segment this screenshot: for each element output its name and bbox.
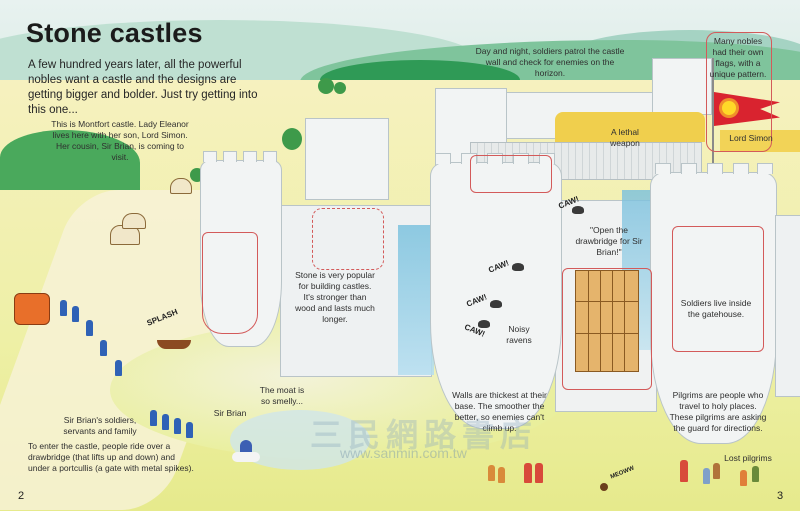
caption-noisy-ravens: Noisy ravens xyxy=(506,324,532,345)
soldier xyxy=(150,410,157,426)
cat xyxy=(600,483,608,491)
back-tower-right xyxy=(652,58,712,115)
callout-outline-drawbridge xyxy=(562,268,652,390)
tree xyxy=(334,82,346,94)
orange-carriage xyxy=(14,293,50,325)
callout-outline-gatehouse xyxy=(672,226,764,352)
page-title: Stone castles xyxy=(26,18,203,48)
lost-pilgrim xyxy=(740,470,747,486)
back-tower-left xyxy=(305,118,389,200)
covered-wagon xyxy=(122,213,146,229)
soldier xyxy=(115,360,122,376)
tree xyxy=(318,78,334,94)
soldier xyxy=(174,418,181,434)
wall-shadow xyxy=(398,225,434,375)
tree xyxy=(282,128,302,150)
drawbridge-door xyxy=(575,270,639,372)
callout-outline-wall xyxy=(312,208,384,270)
caption-patrol: Day and night, soldiers patrol the castl… xyxy=(475,46,625,78)
caption-enter-castle: To enter the castle, people ride over a … xyxy=(28,441,194,473)
caption-pilgrims: Pilgrims are people who travel to holy p… xyxy=(669,390,767,433)
caption-lethal-weapon: A lethal weapon xyxy=(610,127,640,148)
lost-pilgrim xyxy=(752,466,759,482)
soldier xyxy=(86,320,93,336)
pilgrim xyxy=(703,468,710,484)
caption-moat: The moat is so smelly... xyxy=(259,385,305,406)
guard xyxy=(535,463,543,483)
caption-montfort: This is Montfort castle. Lady Eleanor li… xyxy=(51,119,189,162)
rowing-boat xyxy=(157,340,191,349)
pilgrim xyxy=(488,465,495,481)
callout-outline-flags xyxy=(706,32,772,152)
guard xyxy=(680,460,688,482)
caption-walls: Walls are thickest at their base. The sm… xyxy=(452,390,547,433)
sun-emblem-icon xyxy=(722,101,736,115)
page-number-right: 3 xyxy=(777,490,784,502)
intro-paragraph: A few hundred years later, all the power… xyxy=(28,59,258,116)
pilgrim xyxy=(498,467,505,483)
thatched-roof xyxy=(555,112,705,142)
gatehouse-left-tower xyxy=(430,153,562,429)
callout-outline-tower xyxy=(202,232,258,334)
green-bush xyxy=(0,130,140,190)
raven-icon xyxy=(512,263,524,271)
pilgrim xyxy=(713,463,720,479)
raven-icon xyxy=(478,320,490,328)
watermark-chinese: 三民網路書店 xyxy=(310,417,539,453)
raven-icon xyxy=(572,206,584,214)
soldier xyxy=(162,414,169,430)
thatched-roof-lord-simon xyxy=(720,130,800,152)
watermark-url: www.sanmin.com.tw xyxy=(340,445,467,461)
caption-lord-simon: Lord Simon xyxy=(729,133,773,143)
guard xyxy=(524,463,532,483)
soldier xyxy=(60,300,67,316)
flagpole xyxy=(712,58,714,173)
callout-outline-roof xyxy=(470,155,552,193)
white-horse xyxy=(232,452,260,462)
caption-drawbridge: "Open the drawbridge for Sir Brian!" xyxy=(575,225,643,257)
caption-entourage: Sir Brian's soldiers, servants and famil… xyxy=(63,415,137,436)
caption-soldiers-gatehouse: Soldiers live inside the gatehouse. xyxy=(680,298,752,319)
caption-lost-pilgrims: Lost pilgrims xyxy=(724,453,772,463)
right-curtain-wall xyxy=(775,215,800,397)
covered-wagon xyxy=(170,178,192,194)
raven-icon xyxy=(490,300,502,308)
soldier xyxy=(72,306,79,322)
page-number-left: 2 xyxy=(18,490,25,502)
caption-stone: Stone is very popular for building castl… xyxy=(295,270,375,324)
soldier xyxy=(100,340,107,356)
caption-flags: Many nobles had their own flags, with a … xyxy=(709,36,767,79)
caption-sir-brian: Sir Brian xyxy=(213,408,247,418)
soldier xyxy=(186,422,193,438)
gatehouse-right-tower xyxy=(650,163,777,444)
